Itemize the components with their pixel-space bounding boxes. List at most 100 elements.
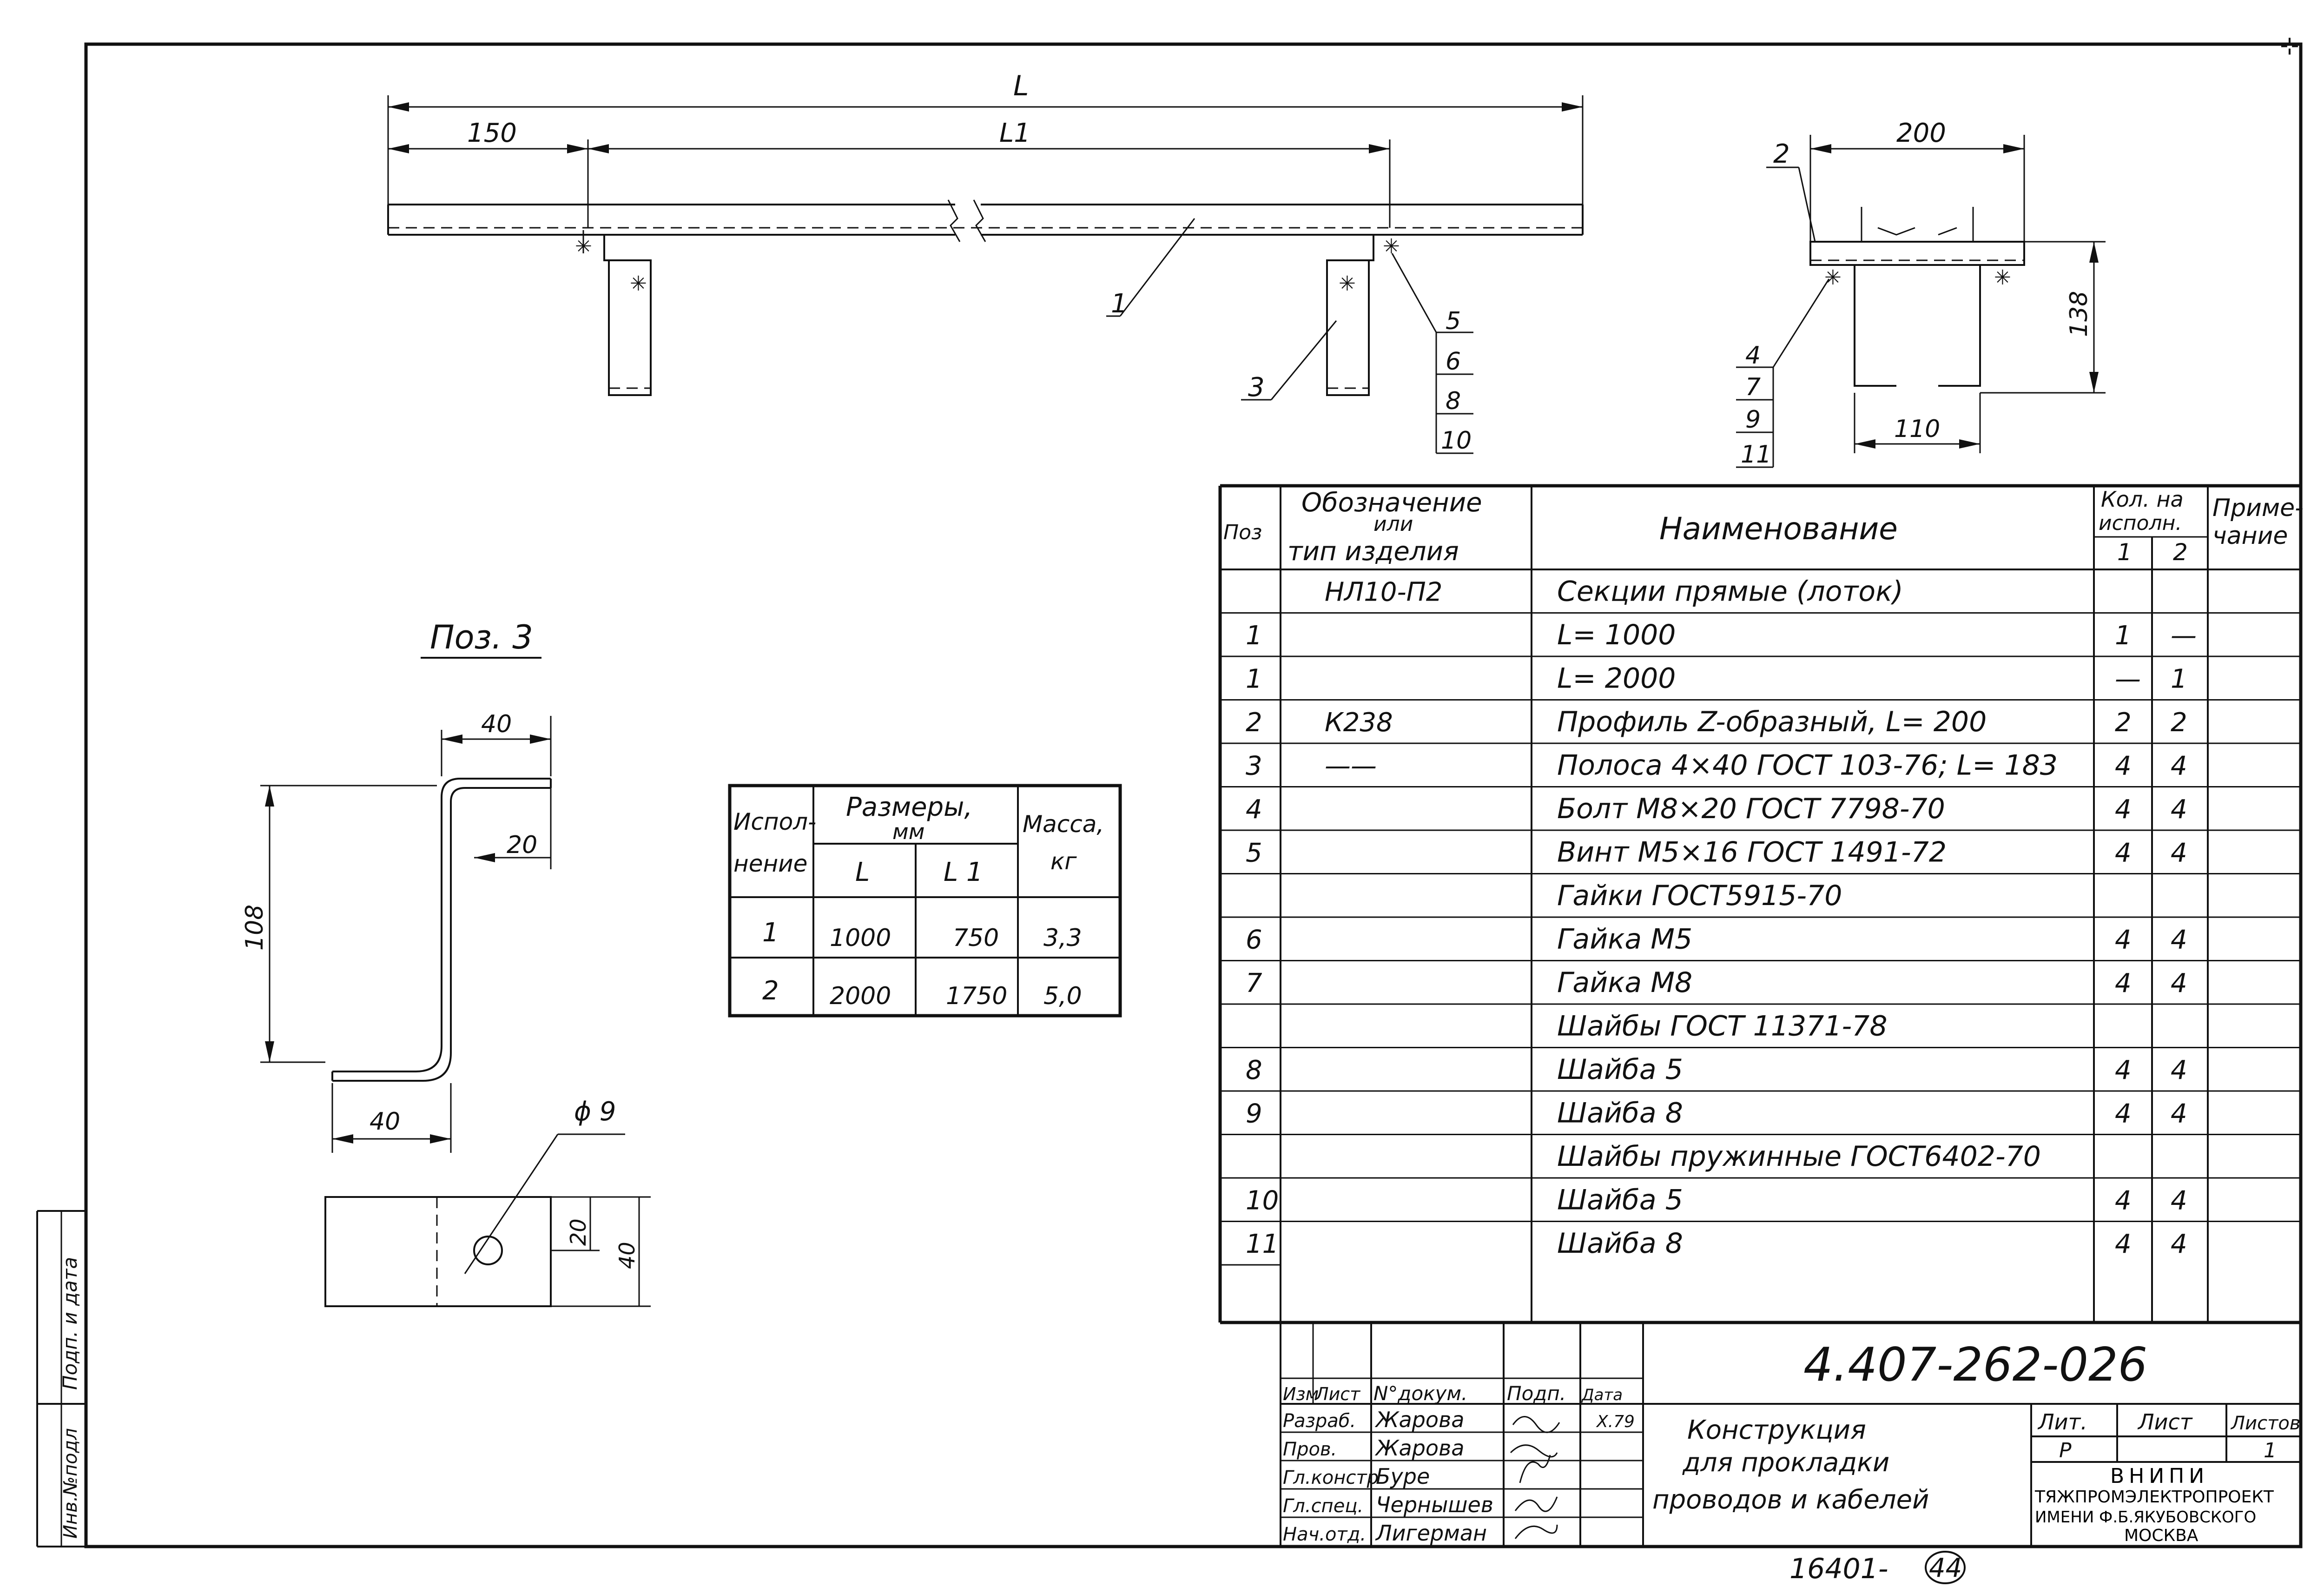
spec-row-qty2: 4 [2171,794,2187,825]
spec-row-pos: 4 [1246,794,1262,825]
z-profile-end-right [1938,264,2008,387]
vt-h-L1: L 1 [944,857,983,887]
break-mark [947,199,961,242]
spec-row-qty1: 4 [2115,1185,2132,1216]
spec-row-pos: 1 [1246,664,1262,694]
tb-org-3: ИМЕНИ Ф.Б.ЯКУБОВСКОГО [2035,1508,2256,1527]
bolt-end-left-icon: ✳ [1824,266,1842,290]
pos-3-label: 3 [1248,372,1265,403]
dim-width-label: 200 [1896,118,1946,148]
strip-plan [324,1196,552,1307]
leader-pos1 [1119,218,1195,317]
spec-row-qty2: 4 [2171,1229,2187,1259]
vt-h-sizes-1: Размеры, [846,792,972,822]
spec-row-qty2: 2 [2171,708,2187,738]
leader-pos4 [1772,278,1830,368]
pos-stack-10: 10 [1441,427,1472,455]
variants-table: Испол- нение Размеры, мм Масса, кг L L 1… [728,784,1122,1018]
signatures-icon [1510,1416,1560,1539]
dim-strip-label: 40 [614,1242,640,1269]
corner-mark: ⊹ [2280,32,2299,59]
vt-h-mass-1: Масса, [1023,811,1104,838]
tb-org-4: МОСКВА [2124,1526,2199,1545]
pos-2-label: 2 [1773,139,1790,169]
tray-section [1809,241,2025,266]
spec-row-qty2: — [2171,621,2197,651]
tb-person: Чернышев [1376,1492,1493,1517]
fastener-right-icon: ✳ [1383,235,1400,258]
tb-role: Нач.отд. [1283,1524,1366,1545]
tb-org-1: ВНИПИ [2110,1464,2209,1488]
spec-row-name: Секции прямые (лоток) [1557,575,1903,608]
spec-row-pos: 3 [1246,751,1262,781]
tb-date-0: X.79 [1596,1412,1635,1431]
vt-h-variant-2: нение [733,850,807,877]
tb-h-sheets: Листов [2230,1413,2300,1434]
vt-r1-variant: 1 [762,918,779,948]
spec-row-qty1: 2 [2115,708,2132,738]
pos-stack-8: 8 [1446,387,1461,415]
spec-row-qty1: 4 [2115,1229,2132,1259]
vt-r2-mass: 5,0 [1043,982,1082,1010]
spec-row-name: Шайба 8 [1557,1227,1683,1260]
spec-row-qty1: 4 [2115,1055,2132,1085]
sheet-frame [84,42,2303,1548]
spec-row-qty2: 4 [2171,925,2187,955]
pos-stack-9: 9 [1745,406,1761,434]
fastener-left-bolt-icon: ✳ [630,272,647,296]
spec-row-designation: НЛ10-П2 [1325,577,1442,607]
spec-row-name: Гайка М8 [1557,966,1692,999]
spec-row-name: Полоса 4×40 ГОСТ 103-76; L= 183 [1557,749,2058,781]
bolt-end-right-icon: ✳ [1994,266,2011,290]
end-view: 200 ✳ ✳ 138 110 2 4 7 9 [1736,118,2106,469]
tb-name-2: для прокладки [1682,1448,1889,1478]
spec-row-designation: К238 [1325,708,1393,738]
tb-h-sheet: Лист [2137,1409,2193,1435]
spec-row-qty2: 4 [2171,751,2187,781]
side-stamp-inv: Инв.№подл [60,1428,81,1539]
dim-height-label: 138 [2065,291,2093,337]
spec-row-qty2: 4 [2171,1098,2187,1129]
tb-h-doc: N°докум. [1373,1382,1467,1405]
pos-stack-6: 6 [1446,348,1461,376]
doc-number: 4.407-262-026 [1803,1337,2147,1392]
tb-sheets: 1 [2264,1439,2277,1462]
spec-row-name: Винт М5×16 ГОСТ 1491-72 [1557,836,1947,868]
leader-pos5 [1391,253,1437,333]
spec-row-qty2: 4 [2171,1055,2187,1085]
tb-role: Гл.спец. [1283,1495,1363,1517]
pos-stack-5: 5 [1446,307,1461,335]
leader-pos3 [1270,320,1337,400]
vt-r1-L1: 750 [953,924,999,952]
dim-total-label: L [1013,70,1029,102]
spec-h-qty-v2: 2 [2173,539,2188,566]
spec-table: Поз Обозначение или тип изделия Наименов… [1218,484,2304,1324]
dim-inner-label: L1 [999,118,1030,148]
vt-r2-L: 2000 [830,982,891,1010]
spec-row-name: L= 1000 [1557,619,1676,651]
tb-name-1: Конструкция [1687,1415,1866,1445]
dim-mid-label: 20 [507,831,537,859]
spec-row-qty2: 4 [2171,1185,2187,1216]
dim-bottom-detail-label: 40 [370,1108,400,1136]
pos-stack-7: 7 [1745,373,1761,401]
spec-row-qty1: 4 [2115,1098,2132,1129]
z-strip-outer [332,778,551,1072]
spec-h-note-1: Приме- [2212,494,2304,522]
tb-role: Разраб. [1283,1410,1356,1432]
spec-row-name: Шайбы ГОСТ 11371-78 [1557,1010,1888,1042]
z-profile-left [588,234,632,261]
fastener-left-icon: ✳ [575,235,592,258]
spec-row-qty1: — [2115,664,2141,694]
spec-row-pos: 11 [1246,1229,1279,1259]
spec-row-qty1: 4 [2115,968,2132,998]
vt-h-sizes-2: мм [892,819,924,844]
spec-row-name: Гайки ГОСТ5915-70 [1557,879,1842,912]
front-view: L 150 L1 ✳ ✳ ✳ ✳ 1 [387,70,1584,455]
spec-row-qty2: 4 [2171,968,2187,998]
dim-hole-label: ϕ 9 [574,1097,616,1127]
dim-offset-label: 150 [467,118,517,148]
spec-h-designation-2: или [1373,512,1413,536]
spec-row-name: Профиль Z-образный, L= 200 [1557,706,1987,738]
z-strip-inner [332,787,551,1082]
